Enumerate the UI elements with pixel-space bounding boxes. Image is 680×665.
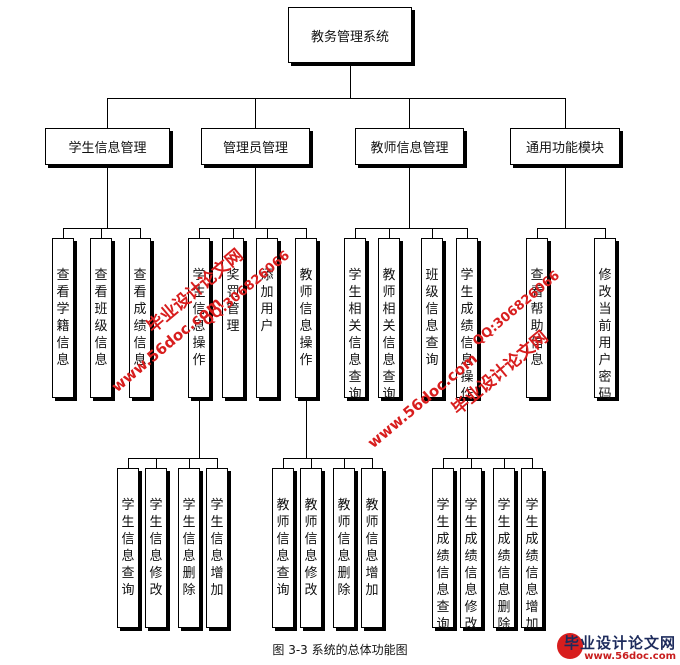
connector — [233, 228, 234, 238]
connector — [344, 458, 345, 468]
connector — [443, 458, 533, 459]
node-change-password: 修改当前用户密码 — [594, 238, 616, 402]
leaf-student-modify: 学生信息修改 — [145, 468, 167, 628]
connector — [63, 228, 64, 238]
root-node: 教务管理系统 — [288, 7, 412, 63]
connector — [306, 228, 307, 238]
connector — [255, 168, 256, 228]
leaf-teacher-add: 教师信息增加 — [361, 468, 383, 628]
site-logo: 毕业设计论文网 www.56doc.com — [555, 630, 679, 665]
node-view-enrollment: 查看学籍信息 — [52, 238, 74, 398]
connector — [306, 398, 307, 458]
connector — [107, 168, 108, 228]
leaf-student-add: 学生信息增加 — [206, 468, 228, 628]
logo-url: www.56doc.com — [584, 651, 676, 662]
node-student-ops: 学生信息操作 — [188, 238, 210, 398]
connector — [565, 98, 566, 128]
connector — [537, 228, 606, 229]
figure-caption: 图 3-3 系统的总体功能图 — [272, 643, 408, 657]
connector — [311, 458, 312, 468]
module-label: 管理员管理 — [222, 141, 288, 156]
logo-mark-icon — [557, 633, 583, 659]
leaf-score-modify: 学生成绩信息修改 — [460, 468, 482, 632]
connector — [389, 228, 390, 238]
root-label: 教务管理系统 — [310, 29, 389, 45]
connector — [199, 398, 200, 458]
module-label: 教师信息管理 — [370, 141, 449, 156]
connector — [350, 63, 351, 98]
connector — [409, 168, 410, 228]
node-class-query: 班级信息查询 — [421, 238, 443, 398]
node-view-class: 查看班级信息 — [90, 238, 112, 398]
leaf-student-query: 学生信息查询 — [117, 468, 139, 628]
connector — [283, 458, 373, 459]
connector — [199, 228, 200, 238]
connector — [443, 458, 444, 468]
logo-title: 毕业设计论文网 — [563, 634, 676, 652]
connector — [156, 458, 157, 468]
connector — [537, 228, 538, 238]
node-student-query: 学生相关信息查询 — [344, 238, 366, 402]
connector — [128, 458, 218, 459]
connector — [409, 98, 410, 128]
leaf-student-delete: 学生信息删除 — [178, 468, 200, 628]
connector — [504, 458, 505, 468]
node-score-ops: 学生成绩信息操作 — [456, 238, 478, 402]
module-label: 学生信息管理 — [68, 141, 147, 156]
connector — [255, 98, 256, 128]
connector — [107, 98, 566, 99]
node-teacher-ops: 教师信息操作 — [295, 238, 317, 398]
node-view-grades: 查看成绩信息 — [129, 238, 151, 398]
connector — [565, 168, 566, 228]
module-common: 通用功能模块 — [510, 128, 620, 165]
connector — [199, 228, 307, 229]
connector — [372, 458, 373, 468]
leaf-score-delete: 学生成绩信息删除 — [493, 468, 515, 632]
connector — [217, 458, 218, 468]
connector — [467, 228, 468, 238]
module-teacher-info: 教师信息管理 — [355, 128, 464, 165]
connector — [355, 228, 356, 238]
connector — [467, 398, 468, 458]
connector — [189, 458, 190, 468]
connector — [283, 458, 284, 468]
leaf-teacher-query: 教师信息查询 — [272, 468, 294, 628]
connector — [605, 228, 606, 238]
module-admin: 管理员管理 — [201, 128, 310, 165]
connector — [471, 458, 472, 468]
connector — [128, 458, 129, 468]
connector — [532, 458, 533, 468]
connector — [355, 228, 468, 229]
leaf-teacher-delete: 教师信息删除 — [333, 468, 355, 628]
leaf-teacher-modify: 教师信息修改 — [300, 468, 322, 628]
node-view-help: 查看帮助信息 — [526, 238, 548, 398]
connector — [101, 228, 102, 238]
module-student-info: 学生信息管理 — [45, 128, 170, 165]
node-teacher-query: 教师相关信息查询 — [378, 238, 400, 402]
connector — [267, 228, 268, 238]
module-label: 通用功能模块 — [525, 141, 604, 156]
connector — [107, 98, 108, 128]
connector — [140, 228, 141, 238]
node-reward-punish: 奖罚管理 — [222, 238, 244, 398]
watermark-qq: QQ:306826066 — [470, 268, 563, 350]
node-add-user: 添加用户 — [256, 238, 278, 398]
connector — [432, 228, 433, 238]
leaf-score-query: 学生成绩信息查询 — [432, 468, 454, 632]
leaf-score-add: 学生成绩信息增加 — [521, 468, 543, 632]
